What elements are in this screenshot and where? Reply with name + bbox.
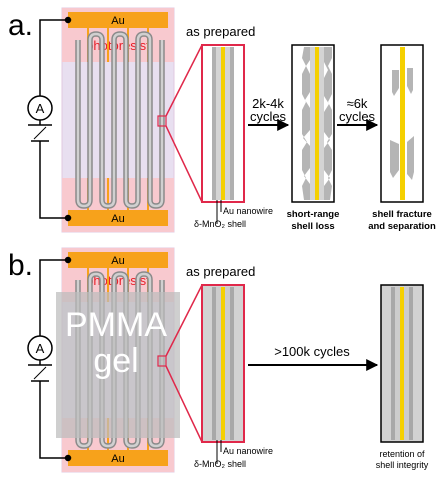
cycles-1-range: 2k-4k [252, 96, 284, 111]
wire-degraded-2-a [380, 44, 424, 203]
cycles-2-range: ≈6k [347, 96, 368, 111]
au-label-top-a: Au [111, 15, 124, 27]
au-label-bottom-b: Au [111, 453, 124, 465]
state-1-line-1-a: short-range [287, 209, 340, 220]
zoom-line-top-b [165, 284, 203, 357]
au-electrode-bottom-b [68, 450, 168, 466]
cycles-2-label: cycles [339, 109, 376, 124]
au-nanowire-label-a: Au nanowire [223, 206, 273, 216]
state-1-line-2-a: shell loss [291, 221, 334, 232]
as-prepared-label-a: as prepared [186, 24, 255, 39]
state-2-line-2-a: and separation [368, 221, 436, 232]
wire-zoom-a [201, 44, 245, 203]
ammeter-a-label: A [36, 101, 45, 116]
panel-b: b. Au Au photoresist PMMA gel [8, 247, 429, 473]
zoom-line-bottom-a [165, 125, 203, 203]
pmma-gel-overlay [56, 292, 180, 438]
ammeter-b [27, 335, 53, 361]
serpentine-nanowire-a-inner [76, 32, 164, 208]
au-label-bottom-a: Au [111, 213, 124, 225]
ammeter-a [27, 95, 53, 121]
au-electrode-top-a [68, 12, 168, 28]
cycles-b-label: >100k cycles [274, 344, 350, 359]
wire-zoom-b [201, 284, 245, 443]
state-1-line-2-b: shell integrity [376, 460, 429, 470]
pmma-gel-line-1: PMMA [65, 306, 167, 344]
au-label-top-b: Au [111, 255, 124, 267]
zoom-line-top-a [165, 44, 203, 117]
circuit-a [28, 16, 72, 222]
serpentine-nanowire-b-inner [76, 272, 164, 448]
zoom-region-b [157, 355, 167, 367]
device-a: Au Au photoresist [61, 7, 175, 233]
ammeter-b-label: A [36, 341, 45, 356]
pmma-gel-line-2: gel [93, 342, 138, 380]
panel-a: a. Au Au photoresist [8, 7, 436, 233]
au-nanowire-label-b: Au nanowire [223, 446, 273, 456]
state-2-line-1-a: shell fracture [372, 209, 432, 220]
zoom-region-a [157, 115, 167, 127]
panel-b-letter: b. [8, 249, 33, 282]
wire-degraded-1-a [291, 44, 335, 203]
cycles-1-label: cycles [250, 109, 287, 124]
mno2-shell-label-a: δ-MnO₂ shell [194, 219, 246, 229]
zoom-line-bottom-b [165, 365, 203, 443]
state-1-line-1-b: retention of [379, 449, 425, 459]
au-electrode-top-b [68, 252, 168, 268]
mno2-shell-label-b: δ-MnO₂ shell [194, 459, 246, 469]
wire-retained-b [380, 284, 424, 443]
device-b: Au Au photoresist PMMA gel [56, 247, 180, 473]
as-prepared-label-b: as prepared [186, 264, 255, 279]
au-electrode-bottom-a [68, 210, 168, 226]
circuit-b [28, 256, 72, 462]
panel-a-letter: a. [8, 9, 33, 42]
